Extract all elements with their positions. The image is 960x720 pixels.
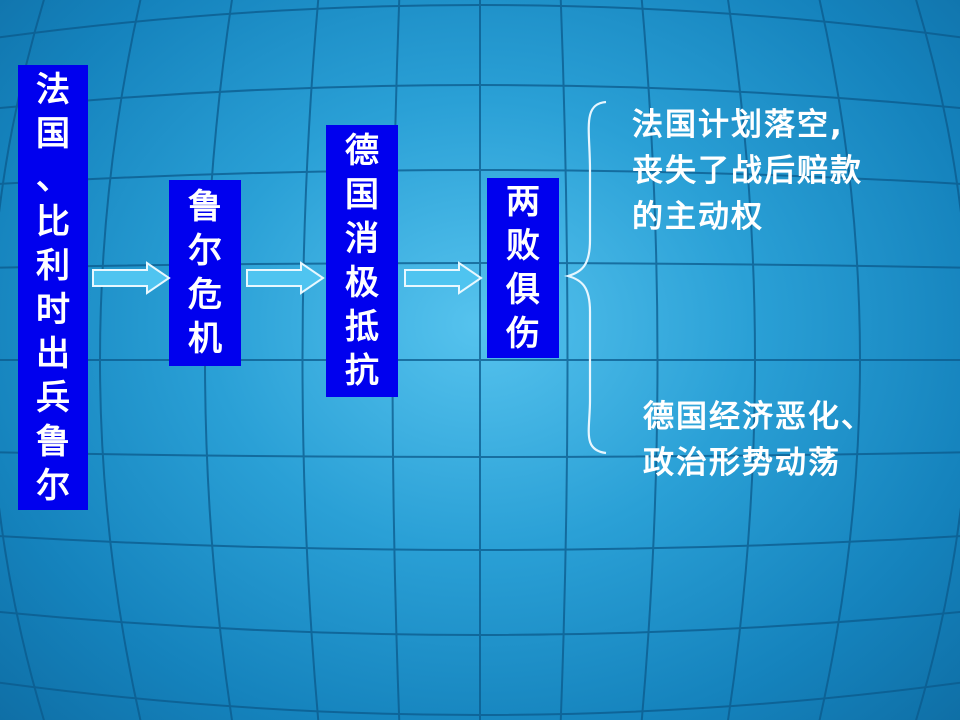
flow-arrow-right-icon (404, 261, 483, 295)
box-char: 比 (36, 201, 70, 242)
box-char: 时 (36, 289, 70, 330)
box-char: 鲁 (188, 187, 222, 227)
outcome-line: 政治形势动荡 (643, 445, 841, 481)
box-char: 败 (506, 226, 540, 266)
flow-arrow-right-icon (246, 261, 325, 295)
box-char: 出 (36, 333, 70, 374)
box-char: 国 (345, 175, 379, 215)
outcome-line: 的主动权 (632, 199, 764, 235)
step-box-ruhr-crisis: 鲁尔危机 (169, 180, 241, 366)
box-char: 两 (506, 182, 540, 222)
box-char: 鲁 (36, 421, 70, 462)
outcome-line: 丧失了战后赔款 (632, 153, 863, 189)
box-char: 尔 (36, 465, 70, 506)
box-char: 抗 (345, 351, 379, 391)
box-char: 德 (345, 131, 379, 171)
box-char: 消 (345, 219, 379, 259)
box-char: 机 (188, 319, 222, 359)
left-curly-brace-icon (564, 100, 607, 455)
box-char: 国 (36, 113, 70, 154)
step-box-france-belgium-ruhr: 法国、比利时出兵鲁尔 (18, 65, 88, 510)
box-char: 、 (36, 157, 70, 198)
box-char: 兵 (36, 377, 70, 418)
outcome-line: 法国计划落空, (632, 107, 844, 143)
box-char: 伤 (506, 314, 540, 354)
box-char: 利 (36, 245, 70, 286)
outcome-text-germany: 德国经济恶化、 政治形势动荡 (643, 394, 874, 486)
box-char: 危 (188, 275, 222, 315)
outcome-text-france: 法国计划落空, 丧失了战后赔款 的主动权 (632, 102, 863, 240)
box-char: 抵 (345, 307, 379, 347)
step-box-both-sides-lose: 两败俱伤 (487, 178, 559, 358)
box-char: 极 (345, 263, 379, 303)
box-char: 俱 (506, 270, 540, 310)
box-char: 法 (36, 69, 70, 110)
box-char: 尔 (188, 231, 222, 271)
flow-arrow-right-icon (92, 261, 171, 295)
step-box-german-passive-resistance: 德国消极抵抗 (326, 125, 398, 397)
outcome-line: 德国经济恶化、 (643, 399, 874, 435)
